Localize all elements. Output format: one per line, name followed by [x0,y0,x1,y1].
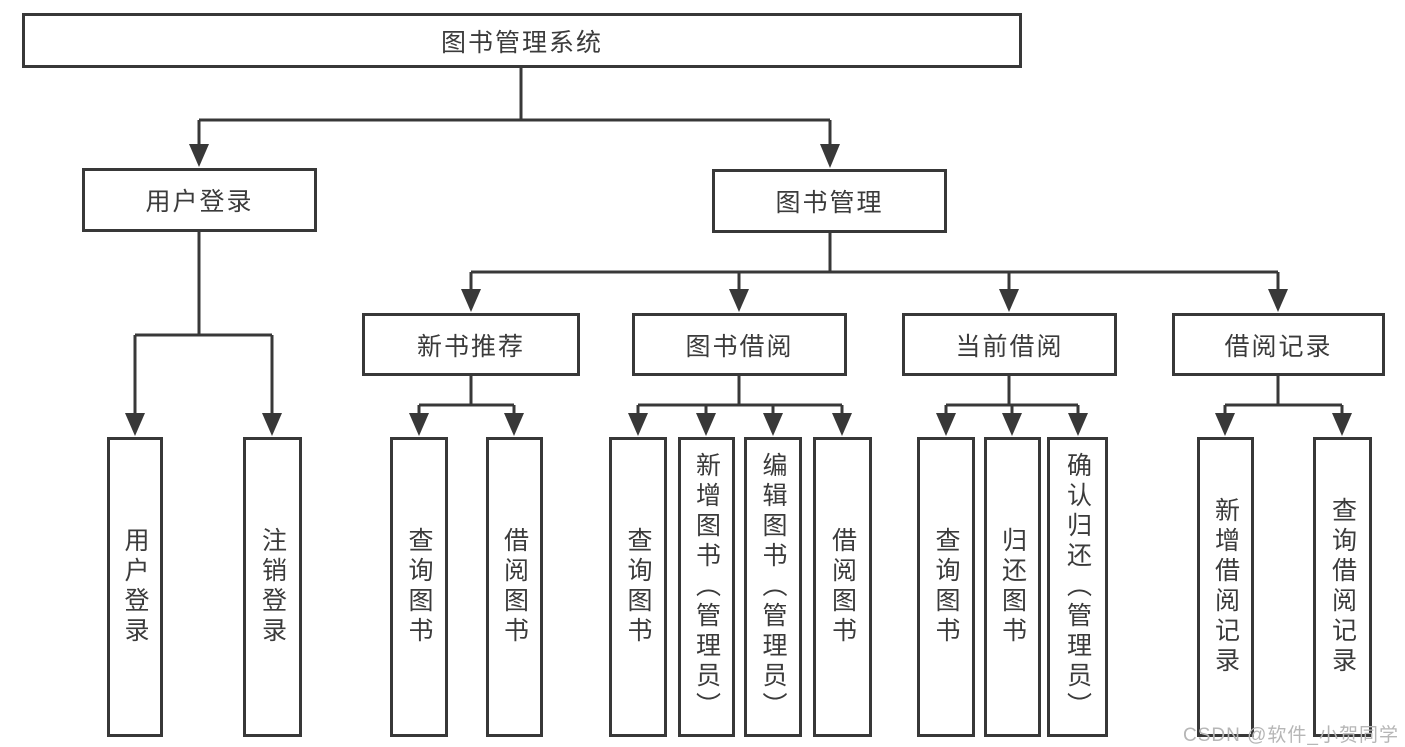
leaf-borrowing-query-books: 查询图书 [609,437,667,737]
connector-borrowing-records-children [1215,376,1352,436]
leaf-logout: 注销登录 [243,437,302,737]
leaf-current-return-books-label: 归还图书 [998,527,1027,647]
leaf-current-query-books-label: 查询图书 [932,527,960,647]
leaf-user-login-label: 用户登录 [121,527,149,647]
leaf-current-query-books: 查询图书 [917,437,975,737]
node-current-borrowing-label: 当前借阅 [955,332,1064,361]
connector-book-borrowing-children [628,376,852,436]
leaf-records-query-record-label: 查询借阅记录 [1328,497,1357,677]
connector-user-login-children [125,232,282,436]
leaf-newbook-query-books-label: 查询图书 [405,527,433,647]
connector-book-management-children [461,233,1288,312]
leaf-records-add-record: 新增借阅记录 [1197,437,1254,737]
leaf-borrowing-borrow-books-label: 借阅图书 [828,527,857,647]
node-book-management: 图书管理 [712,169,947,233]
connector-new-book-recommend-children [409,376,524,436]
node-current-borrowing: 当前借阅 [902,313,1117,376]
leaf-logout-label: 注销登录 [258,527,287,647]
leaf-borrowing-query-books-label: 查询图书 [624,527,652,647]
leaf-borrowing-borrow-books: 借阅图书 [813,437,872,737]
csdn-watermark: CSDN @软件_小贺同学 [1183,725,1399,746]
node-root-label: 图书管理系统 [440,28,603,57]
leaf-borrowing-add-books-label: 新增图书（管理员） [692,452,721,722]
node-new-book-recommend-label: 新书推荐 [416,332,525,361]
node-book-management-label: 图书管理 [775,189,884,217]
leaf-newbook-borrow-books-label: 借阅图书 [500,527,529,647]
leaf-records-add-record-label: 新增借阅记录 [1211,497,1240,677]
node-borrowing-records: 借阅记录 [1172,313,1385,376]
leaf-current-confirm-return-label: 确认归还（管理员） [1063,452,1092,722]
leaf-current-return-books: 归还图书 [984,437,1041,737]
connector-root-to-level2 [189,68,840,168]
leaf-borrowing-add-books: 新增图书（管理员） [678,437,735,737]
leaf-user-login: 用户登录 [107,437,163,737]
connector-current-borrowing-children [936,376,1088,436]
leaf-borrowing-edit-books-label: 编辑图书（管理员） [759,452,787,722]
leaf-records-query-record: 查询借阅记录 [1313,437,1372,737]
leaf-current-confirm-return: 确认归还（管理员） [1047,437,1108,737]
node-user-login-label: 用户登录 [145,188,254,216]
leaf-newbook-query-books: 查询图书 [390,437,448,737]
leaf-borrowing-edit-books: 编辑图书（管理员） [744,437,802,737]
leaf-newbook-borrow-books: 借阅图书 [486,437,543,737]
node-new-book-recommend: 新书推荐 [362,313,580,376]
node-root: 图书管理系统 [22,13,1022,68]
node-borrowing-records-label: 借阅记录 [1224,332,1333,361]
node-book-borrowing: 图书借阅 [632,313,847,376]
node-book-borrowing-label: 图书借阅 [685,332,794,361]
node-user-login: 用户登录 [82,168,317,232]
